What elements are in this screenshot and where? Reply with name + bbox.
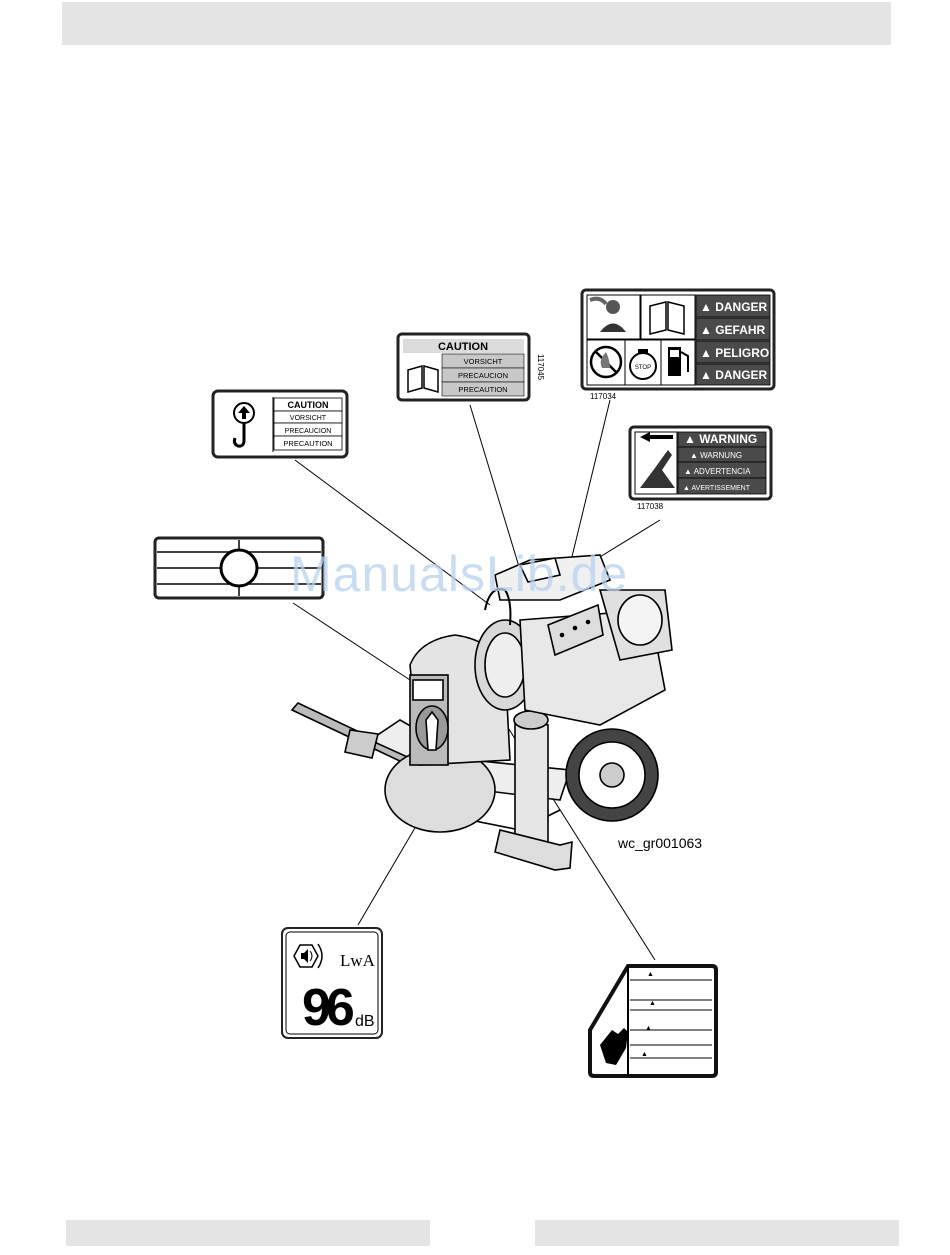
danger-line-1: ▲ DANGER	[700, 300, 768, 314]
sound-lwa-label: LwA	[340, 951, 376, 970]
hand-hazard-decal: ▲ ▲ ▲ ▲	[590, 966, 716, 1076]
warning-line-4: ▲ AVERTISSEMENT	[683, 485, 751, 492]
sound-level-unit: dB	[355, 1013, 375, 1030]
lift-caution-line-1: CAUTION	[288, 400, 329, 410]
warning-decal: ▲ WARNING ▲ WARNUNG ▲ ADVERTENCIA ▲ AVER…	[630, 427, 771, 511]
svg-text:STOP: STOP	[635, 365, 651, 371]
danger-line-2: ▲ GEFAHR	[700, 323, 766, 337]
manual-caution-line-2: VORSICHT	[464, 357, 503, 366]
danger-line-3: ▲ PELIGRO	[700, 346, 769, 360]
warning-line-1: ▲ WARNING	[684, 432, 757, 446]
lift-caution-decal: CAUTION VORSICHT PRECAUCION PRECAUTION	[213, 391, 347, 457]
manual-caution-part-number: 117045	[536, 354, 545, 381]
lift-caution-line-4: PRECAUTION	[283, 439, 332, 448]
watermark: ManualsLib.de	[290, 545, 628, 603]
manual-caution-line-4: PRECAUTION	[458, 385, 507, 394]
warning-part-number: 117038	[637, 502, 664, 511]
manual-caution-line-3: PRECAUCION	[458, 371, 508, 380]
danger-decal: STOP ▲ DANGER ▲ GEFAHR ▲ PELIGRO ▲ DANGE…	[582, 290, 774, 401]
lift-caution-line-3: PRECAUCION	[285, 428, 332, 435]
warning-line-3: ▲ ADVERTENCIA	[684, 467, 751, 476]
svg-text:▲: ▲	[647, 971, 654, 978]
warning-line-2: ▲ WARNUNG	[690, 451, 742, 460]
manual-caution-line-1: CAUTION	[438, 341, 488, 353]
manual-caution-decal: CAUTION VORSICHT PRECAUCION PRECAUTION 1…	[398, 334, 545, 400]
danger-part-number: 117034	[590, 392, 617, 401]
danger-line-4: ▲ DANGER	[700, 368, 768, 382]
figure-id: wc_gr001063	[617, 835, 702, 851]
lift-caution-line-2: VORSICHT	[290, 415, 327, 422]
sound-power-decal: LwA 96 dB	[282, 928, 382, 1038]
svg-text:▲: ▲	[649, 1000, 656, 1007]
sound-level-value: 96	[302, 979, 354, 1037]
svg-text:▲: ▲	[641, 1051, 648, 1058]
no-flame-icon	[591, 347, 621, 377]
svg-text:▲: ▲	[645, 1025, 652, 1032]
